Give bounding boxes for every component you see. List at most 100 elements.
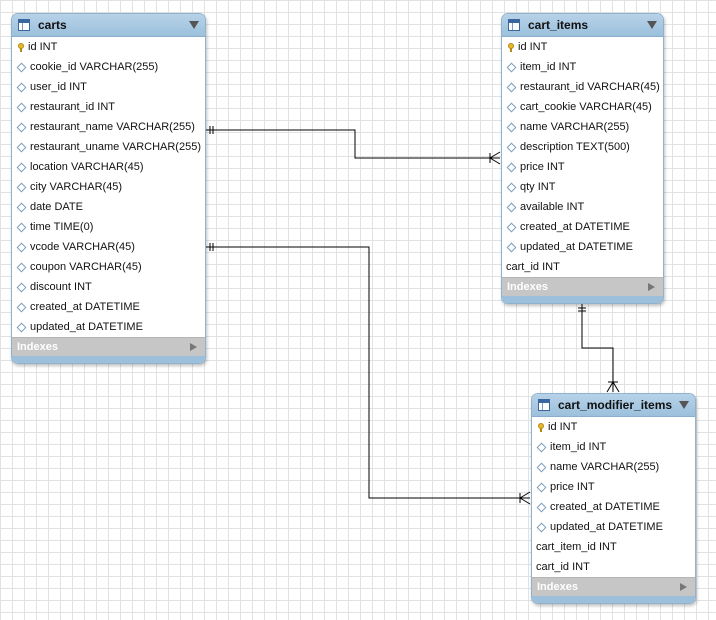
column-row[interactable]: name VARCHAR(255) [532, 457, 695, 477]
table-icon [538, 399, 550, 411]
indexes-section[interactable]: Indexes [532, 577, 695, 596]
column-row[interactable]: coupon VARCHAR(45) [12, 257, 205, 277]
indexes-label: Indexes [17, 341, 58, 353]
column-row[interactable]: cart_item_id INT [532, 537, 695, 557]
column-row[interactable]: available INT [502, 197, 663, 217]
column-row[interactable]: restaurant_id VARCHAR(45) [502, 77, 663, 97]
column-row[interactable]: qty INT [502, 177, 663, 197]
column-row[interactable]: restaurant_name VARCHAR(255) [12, 117, 205, 137]
column-row[interactable]: id INT [532, 417, 695, 437]
column-row[interactable]: id INT [12, 37, 205, 57]
column-diamond-icon [16, 202, 27, 212]
column-label: id INT [28, 41, 58, 53]
collapse-toggle-icon[interactable] [647, 21, 657, 29]
column-diamond-icon [506, 82, 517, 92]
column-diamond-icon [506, 202, 517, 212]
column-label: description TEXT(500) [520, 141, 630, 153]
table-icon [508, 19, 520, 31]
column-label: price INT [550, 481, 595, 493]
column-diamond-icon [506, 102, 517, 112]
column-label: restaurant_uname VARCHAR(255) [30, 141, 201, 153]
collapse-toggle-icon[interactable] [189, 21, 199, 29]
column-label: updated_at DATETIME [550, 521, 663, 533]
collapse-toggle-icon[interactable] [679, 401, 689, 409]
column-row[interactable]: created_at DATETIME [12, 297, 205, 317]
column-diamond-icon [536, 462, 547, 472]
column-row[interactable]: cookie_id VARCHAR(255) [12, 57, 205, 77]
primary-key-icon [18, 42, 24, 52]
column-label: updated_at DATETIME [520, 241, 633, 253]
column-row[interactable]: price INT [502, 157, 663, 177]
column-diamond-icon [506, 182, 517, 192]
column-row[interactable]: city VARCHAR(45) [12, 177, 205, 197]
column-diamond-icon [16, 142, 27, 152]
column-row[interactable]: restaurant_id INT [12, 97, 205, 117]
column-row[interactable]: created_at DATETIME [532, 497, 695, 517]
table-title: carts [38, 18, 67, 32]
table-icon [18, 19, 30, 31]
table-header[interactable]: cart_modifier_items [532, 394, 695, 417]
column-row[interactable]: name VARCHAR(255) [502, 117, 663, 137]
expand-arrow-icon[interactable] [648, 283, 655, 291]
column-row[interactable]: discount INT [12, 277, 205, 297]
column-row[interactable]: price INT [532, 477, 695, 497]
column-label: time TIME(0) [30, 221, 94, 233]
column-diamond-icon [16, 302, 27, 312]
table-cart-modifier-items[interactable]: cart_modifier_items id INT item_id INT n… [531, 393, 696, 604]
column-label: qty INT [520, 181, 556, 193]
column-row[interactable]: user_id INT [12, 77, 205, 97]
indexes-section[interactable]: Indexes [502, 277, 663, 296]
column-row[interactable]: cart_id INT [502, 257, 663, 277]
indexes-label: Indexes [537, 581, 578, 593]
column-diamond-icon [506, 62, 517, 72]
relationship-carts-cart-items[interactable] [205, 126, 501, 165]
column-row[interactable]: created_at DATETIME [502, 217, 663, 237]
column-label: created_at DATETIME [550, 501, 660, 513]
column-row[interactable]: date DATE [12, 197, 205, 217]
column-row[interactable]: updated_at DATETIME [502, 237, 663, 257]
column-label: city VARCHAR(45) [30, 181, 123, 193]
column-row[interactable]: description TEXT(500) [502, 137, 663, 157]
table-footer [532, 596, 695, 603]
column-diamond-icon [16, 282, 27, 292]
table-carts[interactable]: carts id INT cookie_id VARCHAR(255) user… [11, 13, 206, 364]
column-diamond-icon [16, 222, 27, 232]
primary-key-icon [508, 42, 514, 52]
indexes-label: Indexes [507, 281, 548, 293]
column-row[interactable]: location VARCHAR(45) [12, 157, 205, 177]
column-diamond-icon [506, 242, 517, 252]
column-label: id INT [548, 421, 578, 433]
column-label: available INT [520, 201, 585, 213]
column-row[interactable]: updated_at DATETIME [12, 317, 205, 337]
column-label: date DATE [30, 201, 83, 213]
column-list: id INT cookie_id VARCHAR(255) user_id IN… [12, 37, 205, 337]
table-header[interactable]: cart_items [502, 14, 663, 37]
column-row[interactable]: item_id INT [502, 57, 663, 77]
table-title: cart_items [528, 18, 589, 32]
column-label: cookie_id VARCHAR(255) [30, 61, 159, 73]
indexes-section[interactable]: Indexes [12, 337, 205, 356]
column-row[interactable]: restaurant_uname VARCHAR(255) [12, 137, 205, 157]
column-row[interactable]: id INT [502, 37, 663, 57]
column-row[interactable]: updated_at DATETIME [532, 517, 695, 537]
column-row[interactable]: time TIME(0) [12, 217, 205, 237]
column-diamond-icon [16, 62, 27, 72]
expand-arrow-icon[interactable] [680, 583, 687, 591]
column-label: discount INT [30, 281, 92, 293]
column-row[interactable]: cart_cookie VARCHAR(45) [502, 97, 663, 117]
column-label: vcode VARCHAR(45) [30, 241, 135, 253]
column-row[interactable]: vcode VARCHAR(45) [12, 237, 205, 257]
relationship-carts-cart-modifier-items[interactable] [205, 243, 531, 505]
column-label: restaurant_id VARCHAR(45) [520, 81, 660, 93]
column-diamond-icon [536, 482, 547, 492]
column-row[interactable]: cart_id INT [532, 557, 695, 577]
expand-arrow-icon[interactable] [190, 343, 197, 351]
table-cart-items[interactable]: cart_items id INT item_id INT restaurant… [501, 13, 664, 304]
column-label: cart_id INT [536, 561, 590, 573]
column-row[interactable]: item_id INT [532, 437, 695, 457]
column-diamond-icon [506, 222, 517, 232]
relationship-cart-items-cart-modifier-items[interactable] [578, 303, 620, 393]
column-label: cart_cookie VARCHAR(45) [520, 101, 652, 113]
table-header[interactable]: carts [12, 14, 205, 37]
